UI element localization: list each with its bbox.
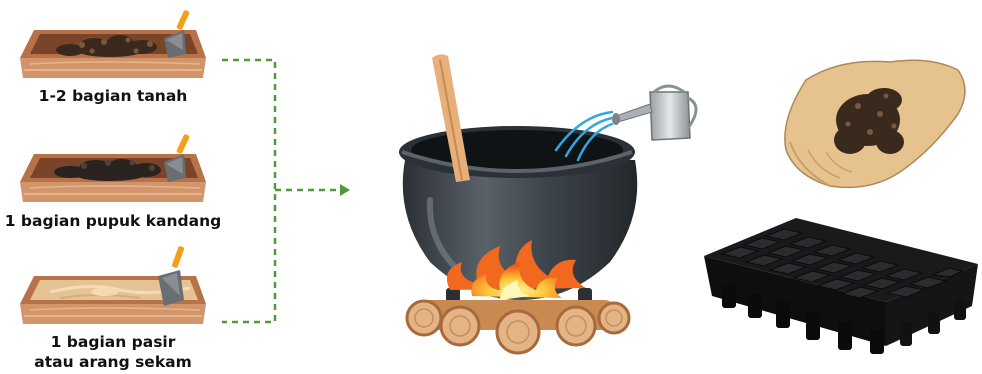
mix-connector bbox=[222, 60, 340, 322]
firewood bbox=[407, 300, 629, 353]
watering-can-icon bbox=[612, 86, 696, 140]
hand-holding-media bbox=[785, 60, 965, 187]
label-manure: 1 bagian pupuk kandang bbox=[0, 212, 226, 231]
sand-tray bbox=[20, 246, 206, 324]
label-sand-line2: atau arang sekam bbox=[22, 353, 204, 372]
seedling-tray bbox=[704, 218, 978, 354]
arrow-right-icon bbox=[340, 184, 350, 196]
label-sand-line1: 1 bagian pasir bbox=[22, 333, 204, 352]
label-soil: 1-2 bagian tanah bbox=[22, 87, 204, 106]
soil-tray bbox=[20, 10, 206, 78]
manure-tray bbox=[20, 134, 206, 202]
